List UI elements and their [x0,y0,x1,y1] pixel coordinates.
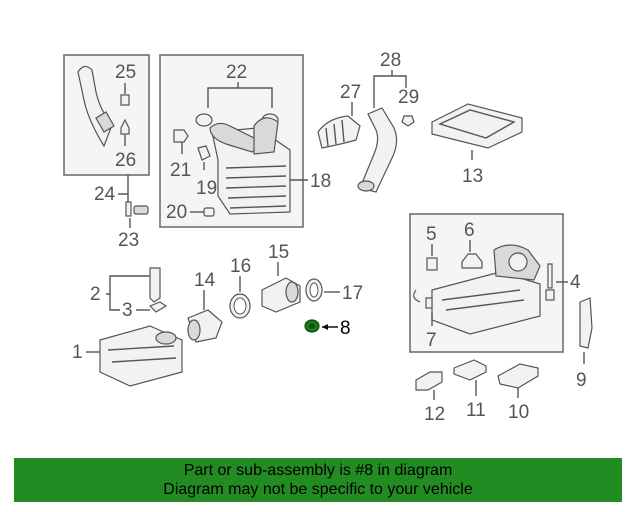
callout-15: 15 [268,242,289,263]
gasket-left [195,113,213,127]
callout-20: 20 [166,202,187,223]
callout-14: 14 [194,270,216,291]
footer-banner: Part or sub-assembly is #8 in diagram Di… [14,458,622,502]
callout-6: 6 [464,220,475,241]
callout-28: 28 [380,50,401,71]
part-8-highlighted[interactable] [304,319,320,333]
hose-ribs [325,119,345,147]
callout-9: 9 [576,370,587,391]
callout-13: 13 [462,166,483,187]
part-25 [120,94,130,106]
pipe-28 [359,107,398,193]
part-6 [461,253,483,269]
callout-21: 21 [170,160,191,181]
callout-26: 26 [115,150,136,171]
part-3 [148,301,168,313]
part-20 [203,207,215,217]
callout-1: 1 [72,342,83,363]
arrowhead-8 [322,324,328,330]
duct-clip [95,111,115,133]
part-21 [173,129,189,143]
part-12 [415,371,443,391]
callout-7: 7 [426,330,437,351]
callout-29: 29 [398,87,419,108]
callout-25: 25 [115,62,136,83]
part-5 [426,257,438,271]
callout-8: 8 [340,318,351,339]
callout-19: 19 [196,178,217,199]
callout-17: 17 [342,283,363,304]
callout-23: 23 [118,230,139,251]
resonator-neck [253,117,279,155]
callout-4: 4 [570,272,581,293]
callout-2: 2 [90,284,101,305]
part-11 [453,359,487,381]
part-2-bracket [149,267,161,303]
callout-22: 22 [226,62,247,83]
part-29 [401,115,415,127]
footer-line-1: Part or sub-assembly is #8 in diagram [183,462,453,479]
callout-10: 10 [508,402,529,423]
callout-3: 3 [122,300,133,321]
part-10 [497,363,539,389]
filter-13 [431,103,523,149]
callout-27: 27 [340,82,361,103]
callout-18: 18 [310,171,331,192]
callout-12: 12 [424,404,445,425]
callout-11: 11 [466,400,486,421]
part-26 [120,118,130,135]
callout-16: 16 [230,256,251,277]
callout-5: 5 [426,224,437,245]
callout-24: 24 [94,184,116,205]
part-9 [579,297,593,349]
hose-27 [317,115,361,149]
part-7 [425,297,433,309]
part-19 [197,145,211,161]
parts-diagram: 25 26 24 23 22 18 21 19 20 27 28 29 [63,50,593,425]
footer-line-2: Diagram may not be specific to your vehi… [163,481,473,498]
resonator-ribs [225,165,287,209]
part-23-bolt [125,201,132,217]
